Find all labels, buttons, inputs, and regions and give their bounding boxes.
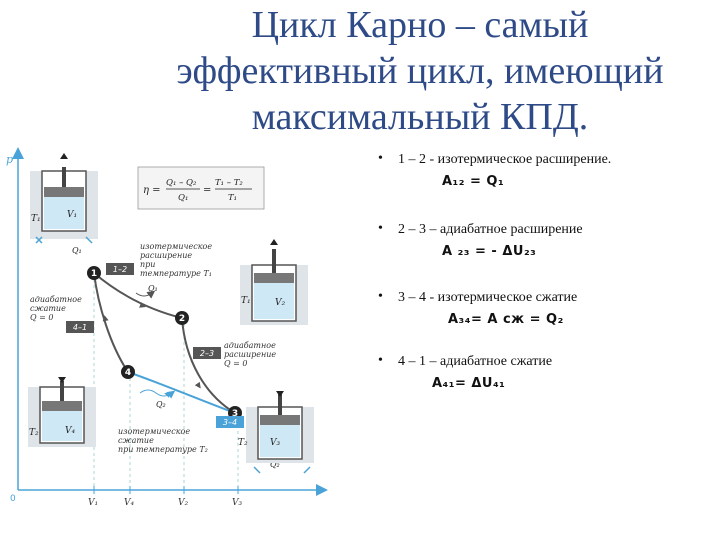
cycle-points: 1 2 3 4 xyxy=(87,266,242,420)
title-line-1: Цикл Карно – самый xyxy=(251,4,589,46)
point-3: 3 xyxy=(232,409,238,419)
tick-v1: V₁ xyxy=(88,498,98,508)
svg-text:=: = xyxy=(203,185,211,196)
cyl3-t: T₂ xyxy=(238,438,248,448)
cylinder-2: T₁ V₂ xyxy=(240,239,308,325)
label-ad-exp-2: расширение xyxy=(224,350,276,359)
label-ad-comp-1: адиабатное xyxy=(30,295,82,304)
frac1-den: Q₁ xyxy=(178,193,188,203)
cyl1-t: T₁ xyxy=(31,214,41,224)
tag-3-4: 3–4 xyxy=(223,418,237,427)
label-iso-comp-2: сжатие xyxy=(118,436,154,445)
heat-q1-curve: Q₁ xyxy=(148,284,158,293)
frac2-den: T₁ xyxy=(228,193,237,203)
cyl4-t: T₂ xyxy=(29,428,39,438)
item-formula: A₄₁= ΔU₄₁ xyxy=(432,376,506,391)
title-line-2: эффективный цикл, имеющий xyxy=(176,50,664,92)
point-4: 4 xyxy=(125,368,131,378)
item-text: 3 – 4 - изотермическое сжатие xyxy=(398,290,578,305)
tag-1-2: 1–2 xyxy=(113,265,127,274)
label-ad-exp-1: адиабатное xyxy=(224,341,276,350)
eta-symbol: η = xyxy=(143,185,161,196)
curve-1-2 xyxy=(93,272,183,319)
label-ad-exp-3: Q = 0 xyxy=(224,359,247,368)
label-iso-exp-1: изотермическое xyxy=(140,242,212,251)
segment-tags: 1–2 2–3 3–4 4–1 xyxy=(66,263,244,428)
frac2-num: T₁ – T₂ xyxy=(215,178,243,188)
label-iso-comp-1: изотермическое xyxy=(118,427,190,436)
label-ad-comp-3: Q = 0 xyxy=(30,313,53,322)
label-iso-exp-2: расширение xyxy=(140,251,192,260)
cylinder-1: T₁ V₁ xyxy=(30,153,98,244)
efficiency-formula: η = Q₁ – Q₂ Q₁ = T₁ – T₂ T₁ xyxy=(137,166,265,210)
curve-4-1 xyxy=(93,272,129,373)
cyl4-v: V₄ xyxy=(65,426,75,436)
point-1: 1 xyxy=(91,269,97,279)
curve-2-3 xyxy=(181,317,236,414)
p-axis-label: p xyxy=(6,153,13,166)
bullet-dot: • xyxy=(378,221,383,236)
origin-label: 0 xyxy=(10,494,16,504)
item-formula: A₃₄= A сж = Q₂ xyxy=(448,312,564,327)
label-iso-exp-3: при xyxy=(140,260,155,269)
cyl3-v: V₃ xyxy=(270,438,280,448)
item-text: 1 – 2 - изотермическое расширение. xyxy=(398,152,612,167)
cyl2-v: V₂ xyxy=(275,298,285,308)
tag-2-3: 2–3 xyxy=(200,349,214,358)
heat-q2-out: Q₂ xyxy=(270,460,280,469)
cylinder-4: T₂ V₄ xyxy=(28,377,96,447)
curve-3-4 xyxy=(127,371,236,414)
drop-lines xyxy=(93,273,239,486)
bullet-dot: • xyxy=(378,151,383,166)
item-text: 4 – 1 – адиабатное сжатие xyxy=(398,354,553,369)
cyl2-t: T₁ xyxy=(241,296,251,306)
label-iso-exp-4: температуре T₁ xyxy=(140,269,212,278)
frac1-num: Q₁ – Q₂ xyxy=(166,178,197,188)
item-formula: A ₂₃ = - ΔU₂₃ xyxy=(442,244,537,259)
tick-v4: V₄ xyxy=(124,498,134,508)
cyl1-v: V₁ xyxy=(67,210,77,220)
title-line-3: максимальный КПД. xyxy=(251,96,589,138)
bullet-dot: • xyxy=(378,353,383,368)
carnot-cycle-diagram: p 0 V₁ V₄ V₂ V₃ η = Q₁ – Q₂ Q₁ = T₁ – T₂… xyxy=(6,147,328,508)
label-ad-comp-2: сжатие xyxy=(30,304,66,313)
item-text: 2 – 3 – адиабатное расширение xyxy=(398,222,583,237)
bullet-dot: • xyxy=(378,289,383,304)
heat-q1-in: Q₁ xyxy=(72,246,82,255)
slide-title: Цикл Карно – самый эффективный цикл, име… xyxy=(120,2,720,140)
cylinder-3: T₂ V₃ xyxy=(238,391,314,474)
point-2: 2 xyxy=(179,314,185,324)
tick-v3: V₃ xyxy=(232,498,242,508)
v-ticks: V₁ V₄ V₂ V₃ xyxy=(88,486,242,508)
item-formula: A₁₂ = Q₁ xyxy=(442,174,505,189)
heat-q2-curve: Q₂ xyxy=(156,400,166,409)
tick-v2: V₂ xyxy=(178,498,188,508)
tag-4-1: 4–1 xyxy=(73,323,87,332)
label-iso-comp-3: при температуре T₂ xyxy=(118,445,208,454)
